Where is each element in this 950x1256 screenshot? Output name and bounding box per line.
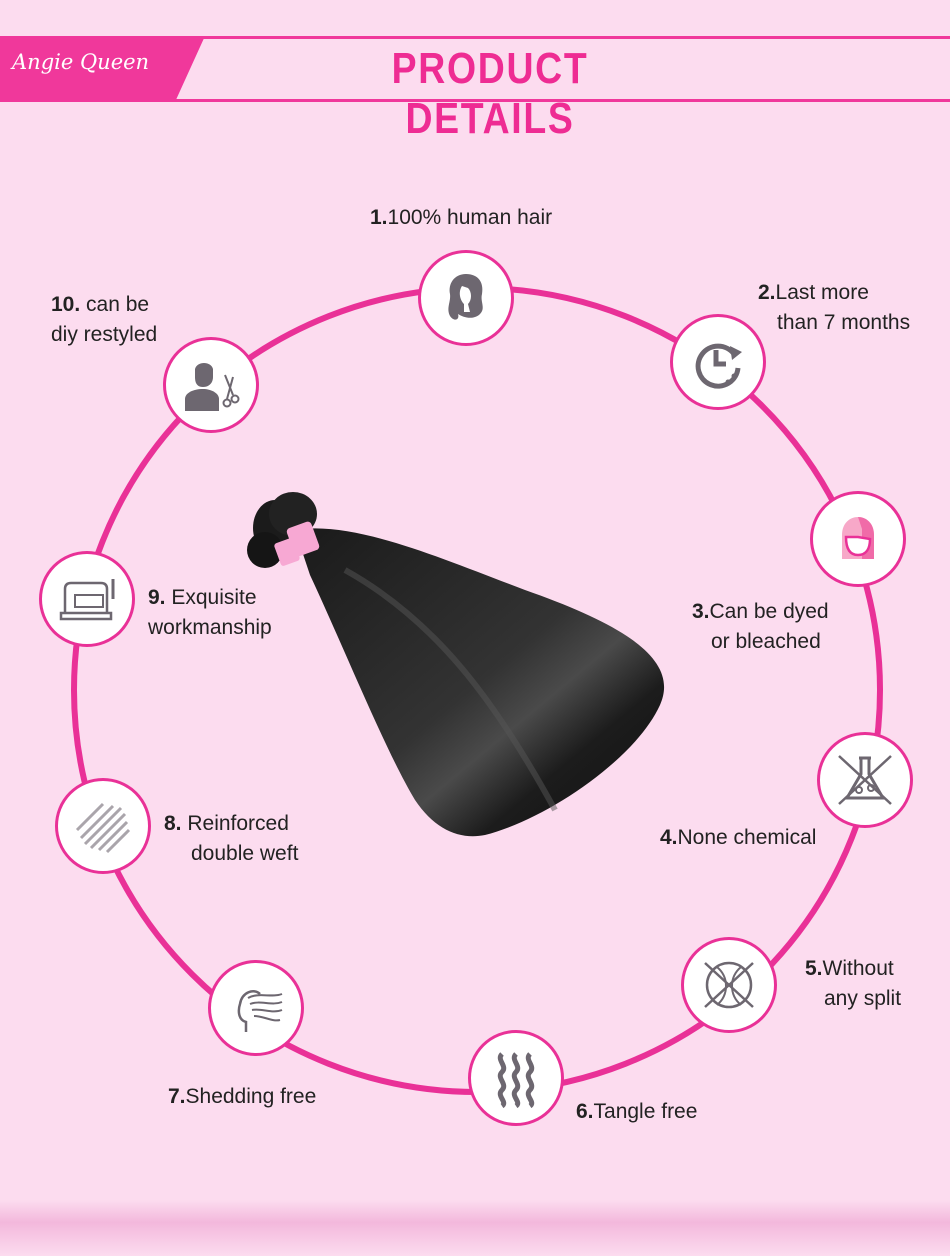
clock-refresh-icon [695, 343, 742, 389]
feature-9-label: 9. Exquisite workmanship [148, 586, 272, 639]
feature-4-icon-circle [817, 732, 913, 828]
bottom-decor-band [0, 1200, 950, 1256]
feature-1-icon-circle [418, 250, 514, 346]
feature-6-icon-circle [468, 1030, 564, 1126]
feature-6-label: 6.Tangle free [576, 1100, 698, 1123]
feature-10-icon-circle [163, 337, 259, 433]
flowing-hair-head-icon [237, 990, 283, 1032]
dyed-hair-icon [842, 517, 874, 559]
feature-5-icon-circle [681, 937, 777, 1033]
brand-logo: Angie Queen [12, 50, 172, 90]
woman-hair-icon [448, 274, 483, 320]
feature-3-icon-circle [810, 491, 906, 587]
feature-7-icon-circle [208, 960, 304, 1056]
header-logo-tab [0, 36, 205, 102]
feature-9-icon-circle [39, 551, 135, 647]
wavy-lines-icon [497, 1052, 535, 1108]
feature-2-label: 2.Last more than 7 months [758, 281, 911, 334]
header-top-line [0, 36, 950, 39]
brand-logo-text: Angie Queen [12, 50, 150, 74]
double-weft-stripes-icon [75, 802, 131, 854]
feature-1-label: 1.100% human hair [370, 206, 553, 229]
feature-3-label: 3.Can be dyed or bleached [692, 600, 829, 653]
page-title: PRODUCT DETAILS [391, 44, 589, 143]
feature-2-icon-circle [670, 314, 766, 410]
hairdresser-scissors-icon [185, 363, 240, 411]
feature-8-label: 8. Reinforced double weft [164, 812, 299, 865]
header-bottom-line [0, 99, 950, 102]
no-split-ball-icon [704, 961, 754, 1009]
no-chemical-flask-icon [838, 755, 892, 805]
feature-7-label: 7.Shedding free [168, 1085, 317, 1108]
feature-8-icon-circle [55, 778, 151, 874]
feature-5-label: 5.Without any split [805, 957, 902, 1010]
sewing-machine-icon [59, 579, 115, 621]
feature-4-label: 4.None chemical [660, 826, 817, 849]
hair-bundle-image [247, 492, 665, 837]
feature-10-label: 10. can be diy restyled [51, 293, 158, 346]
